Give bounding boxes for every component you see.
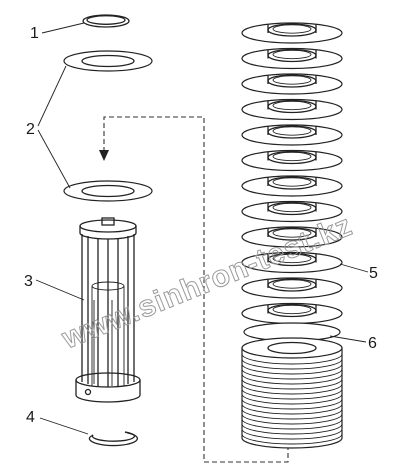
part-2-upper-washer bbox=[63, 50, 153, 72]
assembly-path bbox=[99, 116, 289, 463]
callout-1: 1 bbox=[30, 25, 39, 42]
leader-lines bbox=[35, 22, 369, 435]
stack-disc bbox=[241, 175, 343, 197]
stack-disc bbox=[241, 226, 343, 248]
compressed-stack-body bbox=[241, 347, 343, 449]
part-3-cage bbox=[75, 217, 141, 403]
stack-disc bbox=[241, 73, 343, 95]
part-2-lower-washer bbox=[63, 180, 153, 202]
compressed-disc-edge bbox=[241, 383, 343, 395]
callout-5: 5 bbox=[369, 265, 378, 282]
compressed-disc-edge bbox=[241, 408, 343, 420]
stack-disc bbox=[241, 98, 343, 121]
stack-disc bbox=[241, 149, 343, 172]
stack-disc bbox=[241, 124, 343, 146]
part-1-snap-ring bbox=[82, 14, 130, 28]
callout-4: 4 bbox=[26, 409, 35, 426]
compressed-disc-edge bbox=[241, 433, 343, 445]
compressed-disc-edge bbox=[241, 368, 343, 380]
stack-disc bbox=[241, 47, 343, 70]
compressed-disc-edge bbox=[241, 428, 343, 440]
compressed-stack-top bbox=[241, 337, 343, 359]
stack-disc bbox=[241, 277, 343, 299]
stack-disc bbox=[241, 302, 343, 325]
compressed-disc-edge bbox=[241, 373, 343, 385]
stack-disc bbox=[241, 22, 343, 44]
compressed-disc-edge bbox=[241, 403, 343, 415]
compressed-disc-edge bbox=[241, 418, 343, 430]
compressed-disc-edge bbox=[241, 378, 343, 390]
disc-stack bbox=[241, 22, 343, 342]
compressed-disc-edge bbox=[241, 358, 343, 370]
callout-2: 2 bbox=[26, 121, 35, 138]
compressed-disc-edge bbox=[241, 353, 343, 365]
stack-disc bbox=[241, 200, 343, 223]
compressed-disc-edge bbox=[241, 423, 343, 435]
compressed-disc-edge bbox=[241, 388, 343, 400]
compressed-stack-bore bbox=[267, 341, 317, 355]
compressed-disc-edge bbox=[241, 398, 343, 410]
callout-3: 3 bbox=[24, 273, 33, 290]
callout-6: 6 bbox=[368, 335, 377, 352]
compressed-disc-stack bbox=[241, 337, 343, 449]
compressed-disc-edge bbox=[241, 393, 343, 405]
part-4-retaining-clip bbox=[88, 431, 138, 447]
stack-disc bbox=[241, 251, 343, 274]
compressed-disc-edge bbox=[241, 413, 343, 425]
assembly-arrow bbox=[99, 150, 109, 161]
compressed-disc-edge bbox=[241, 363, 343, 375]
